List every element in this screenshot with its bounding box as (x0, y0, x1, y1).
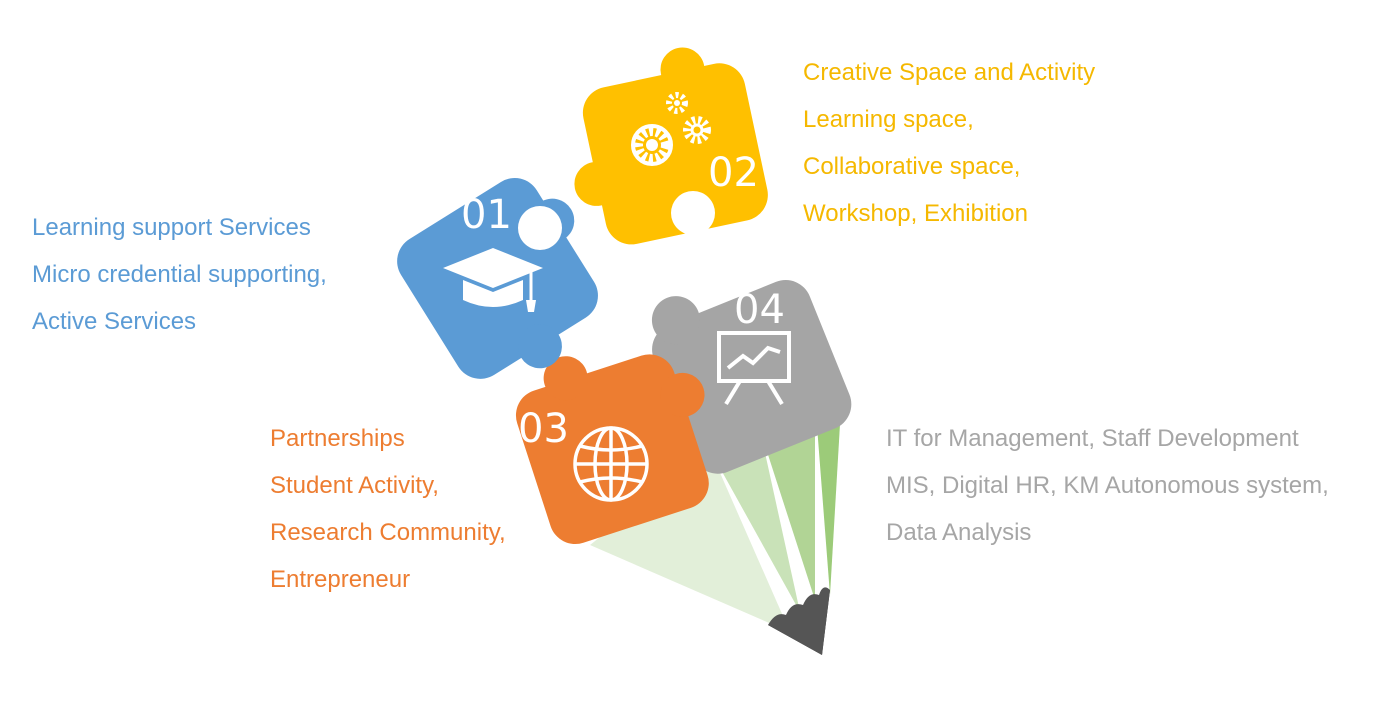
text-block-01-line: Learning support Services (32, 214, 311, 241)
presentation-chart-icon (717, 331, 791, 406)
text-block-02-line: Learning space, (803, 106, 974, 133)
graduation-cap-icon (443, 248, 543, 312)
piece-02-number: 02 (708, 150, 759, 196)
text-block-02-line: Collaborative space, (803, 153, 1021, 180)
piece-01-number: 01 (461, 192, 512, 238)
text-block-01: Learning support Services Micro credenti… (32, 204, 327, 345)
text-block-02: Creative Space and Activity Learning spa… (803, 49, 1095, 237)
text-block-03-line: Student Activity, (270, 472, 439, 499)
text-block-01-line: Active Services (32, 308, 197, 335)
text-block-03: Partnerships Student Activity, Research … (270, 415, 506, 603)
text-block-02-line: Creative Space and Activity (803, 59, 1096, 86)
puzzle-piece-02 (574, 47, 768, 245)
text-block-03-line: Research Community, (270, 519, 506, 546)
text-block-04-line: IT for Management, Staff Development (886, 425, 1299, 452)
text-block-04-line: MIS, Digital HR, KM Autonomous system, (886, 472, 1329, 499)
gears-icon (631, 92, 711, 166)
text-block-02-line: Workshop, Exhibition (803, 200, 1028, 227)
text-block-03-line: Partnerships (270, 425, 405, 452)
globe-icon (573, 426, 649, 502)
puzzle-piece-04 (651, 279, 852, 474)
text-block-04: IT for Management, Staff Development MIS… (886, 415, 1329, 556)
text-block-04-line: Data Analysis (886, 519, 1032, 546)
text-block-03-line: Entrepreneur (270, 566, 411, 593)
text-block-01-line: Micro credential supporting, (32, 261, 327, 288)
piece-03-number: 03 (518, 406, 569, 452)
piece-04-number: 04 (734, 287, 785, 333)
